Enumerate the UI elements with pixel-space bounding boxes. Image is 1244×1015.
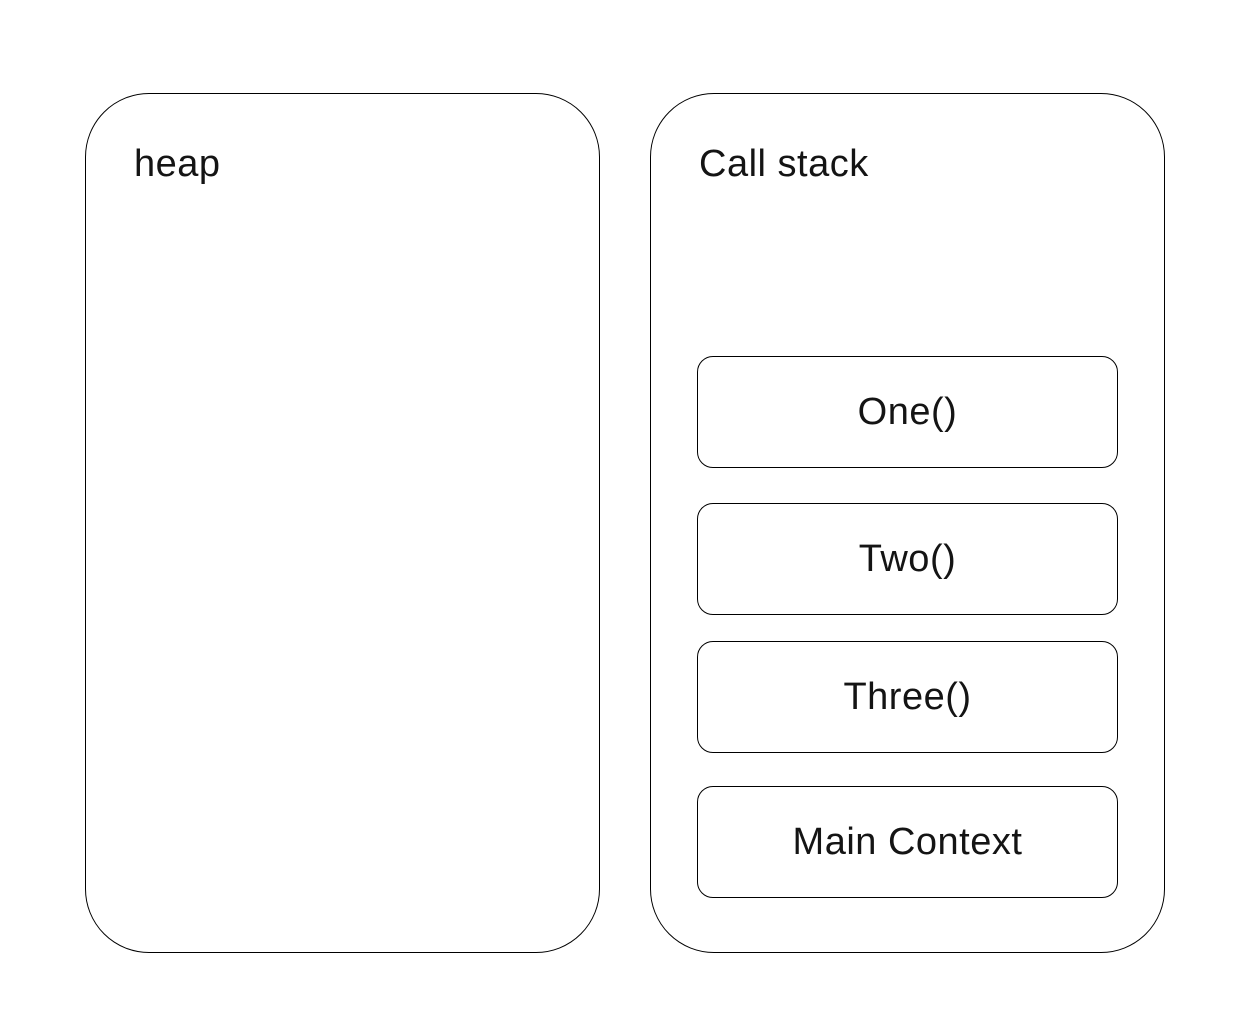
heap-panel: heap	[85, 93, 600, 953]
heap-panel-label: heap	[134, 143, 221, 185]
stack-frame-two: Two()	[697, 503, 1118, 615]
call-stack-panel: Call stack One() Two() Three() Main Cont…	[650, 93, 1165, 953]
call-stack-panel-label: Call stack	[699, 143, 869, 185]
stack-frame-three: Three()	[697, 641, 1118, 753]
stack-frame-main-context: Main Context	[697, 786, 1118, 898]
stack-frame-one: One()	[697, 356, 1118, 468]
